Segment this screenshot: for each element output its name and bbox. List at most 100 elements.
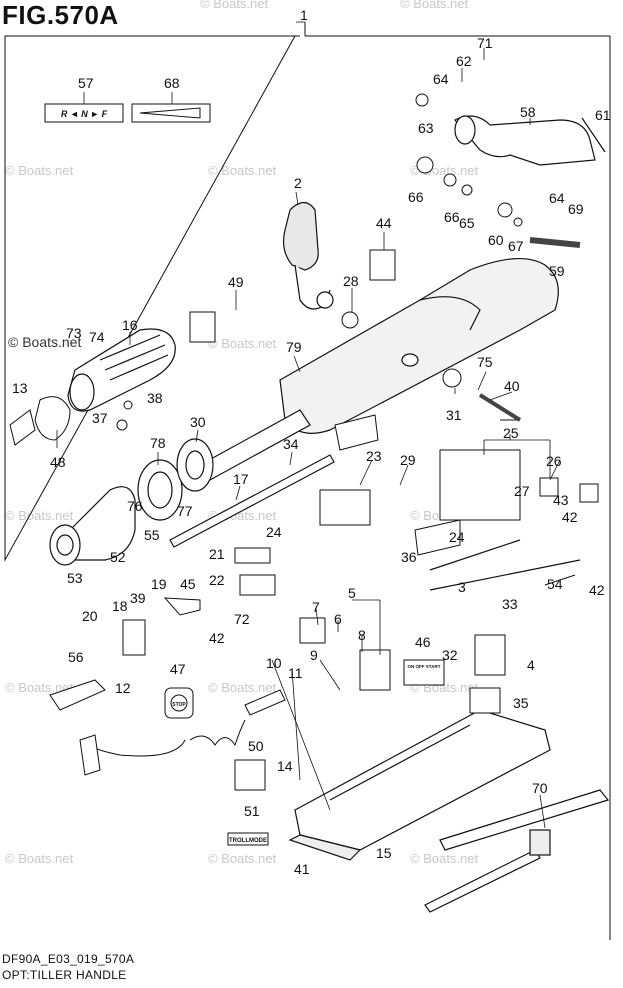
figure-caption: OPT:TILLER HANDLE xyxy=(2,968,127,982)
callout-26: 26 xyxy=(546,453,562,469)
callout-59: 59 xyxy=(549,263,565,279)
callout-49: 49 xyxy=(228,274,244,290)
callout-10: 10 xyxy=(266,655,282,671)
callout-20: 20 xyxy=(82,608,98,624)
twist-grip xyxy=(67,328,176,412)
watermark: © Boats.net xyxy=(208,336,277,351)
callout-64b: 64 xyxy=(549,190,565,206)
callout-28: 28 xyxy=(343,273,359,289)
callout-47: 47 xyxy=(170,661,186,677)
callout-61: 61 xyxy=(595,107,611,123)
steering-arm xyxy=(424,789,610,913)
callout-68: 68 xyxy=(164,75,180,91)
callout-78: 78 xyxy=(150,435,166,451)
shift-decal-text: R ◄ N ► F xyxy=(61,109,108,119)
callout-73: 73 xyxy=(66,325,82,341)
callout-48: 48 xyxy=(50,454,66,470)
callout-51: 51 xyxy=(244,803,260,819)
callout-38: 38 xyxy=(147,390,163,406)
callout-74: 74 xyxy=(89,329,105,345)
callout-34: 34 xyxy=(283,436,299,452)
callout-numbers: 1 2 3 4 5 6 7 8 9 10 11 12 13 14 15 16 1… xyxy=(12,7,611,877)
callout-43: 43 xyxy=(553,492,569,508)
callout-8: 8 xyxy=(358,627,366,643)
callout-60: 60 xyxy=(488,232,504,248)
watermark: © Boats.net xyxy=(208,163,277,178)
switch-decal-text: ON OFF START xyxy=(408,664,441,669)
stop-decal: STOP xyxy=(164,687,194,719)
callout-15: 15 xyxy=(376,845,392,861)
callout-39: 39 xyxy=(130,590,146,606)
stop-decal-text: STOP xyxy=(172,702,186,708)
callout-22: 22 xyxy=(209,572,225,588)
callout-30: 30 xyxy=(190,414,206,430)
callout-29: 29 xyxy=(400,452,416,468)
callout-4: 4 xyxy=(527,657,535,673)
callout-7: 7 xyxy=(312,599,320,615)
callout-70: 70 xyxy=(532,780,548,796)
callout-14: 14 xyxy=(277,758,293,774)
callout-25: 25 xyxy=(503,425,519,441)
figure-title: FIG.570A xyxy=(2,0,119,30)
watermark: © Boats.net xyxy=(410,851,479,866)
watermark: © Boats.net xyxy=(5,851,74,866)
trollmode-decal-text: TROLLMODE xyxy=(229,838,267,844)
callout-76: 76 xyxy=(127,498,143,514)
figure-code: DF90A_E03_019_570A xyxy=(2,952,135,966)
watermark: © Boats.net xyxy=(8,334,82,350)
trollmode-decal: TROLLMODE xyxy=(227,832,269,846)
callout-45: 45 xyxy=(180,576,196,592)
callout-9: 9 xyxy=(310,647,318,663)
callout-2: 2 xyxy=(294,175,302,191)
callout-50: 50 xyxy=(248,738,264,754)
callout-36: 36 xyxy=(401,549,417,565)
shift-decal: R ◄ N ► F xyxy=(44,103,124,123)
callout-19: 19 xyxy=(151,576,167,592)
callout-11: 11 xyxy=(288,665,303,681)
callout-64a: 64 xyxy=(433,71,449,87)
callout-23: 23 xyxy=(366,448,382,464)
throttle-decal xyxy=(131,103,211,123)
tiller-arm-body xyxy=(279,257,559,434)
callout-77: 77 xyxy=(177,503,193,519)
watermark: © Boats.net xyxy=(5,163,74,178)
callout-31: 31 xyxy=(446,407,462,423)
watermark: © Boats.net xyxy=(208,680,277,695)
callout-37: 37 xyxy=(92,410,108,426)
callout-12: 12 xyxy=(115,680,131,696)
callout-53: 53 xyxy=(67,570,83,586)
callout-1: 1 xyxy=(300,7,308,23)
callout-55: 55 xyxy=(144,527,160,543)
callout-17: 17 xyxy=(233,471,249,487)
callout-42c: 42 xyxy=(209,630,225,646)
callout-66b: 66 xyxy=(444,209,460,225)
stop-lanyard xyxy=(79,689,286,776)
assembly-outline xyxy=(4,22,611,940)
callout-69: 69 xyxy=(568,201,584,217)
callout-66a: 66 xyxy=(408,189,424,205)
switch-decal: ON OFF START xyxy=(403,659,445,686)
switch-box xyxy=(288,709,551,861)
callout-72: 72 xyxy=(234,611,250,627)
watermark: © Boats.net xyxy=(208,851,277,866)
small-parts xyxy=(9,93,599,791)
callout-13: 13 xyxy=(12,380,28,396)
callout-6: 6 xyxy=(334,611,342,627)
friction-discs xyxy=(137,438,214,521)
shift-lever xyxy=(282,201,334,310)
leader-lines xyxy=(56,21,561,829)
callout-67: 67 xyxy=(508,238,524,254)
callout-5: 5 xyxy=(348,585,356,601)
watermark: © Boats.net xyxy=(200,0,269,11)
callout-33: 33 xyxy=(502,596,518,612)
callout-18: 18 xyxy=(112,598,128,614)
callout-24b: 24 xyxy=(449,529,465,545)
callout-71: 71 xyxy=(477,35,493,51)
throttle-housing xyxy=(49,486,136,566)
watermark: © Boats.net xyxy=(5,508,74,523)
callout-52: 52 xyxy=(110,549,126,565)
callout-42b: 42 xyxy=(562,509,578,525)
callout-57: 57 xyxy=(78,75,94,91)
callout-41: 41 xyxy=(294,861,310,877)
watermark: © Boats.net xyxy=(400,0,469,11)
